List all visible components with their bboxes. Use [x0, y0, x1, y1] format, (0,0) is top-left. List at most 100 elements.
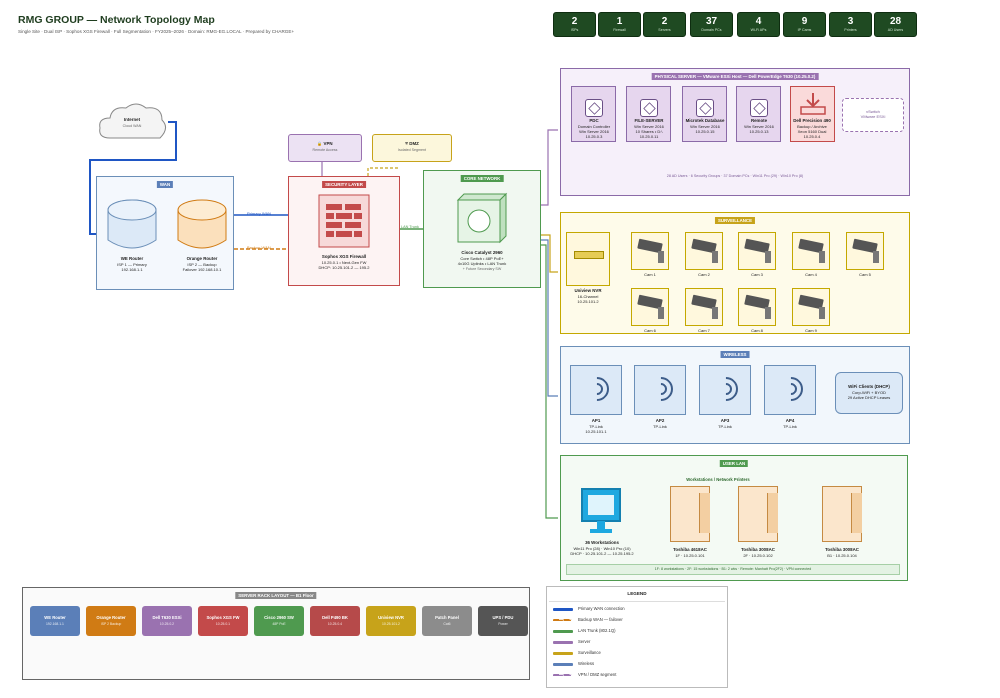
- legend-swatch: [553, 641, 573, 644]
- wireless-title: WIRELESS: [720, 351, 750, 358]
- vpn-box: [288, 134, 362, 162]
- userlan-footer-box: [566, 564, 900, 575]
- monitor-icon: [581, 488, 621, 533]
- switch-icon: [456, 192, 508, 244]
- printer-icon: [738, 486, 778, 542]
- camera-icon: [792, 232, 830, 270]
- legend-swatch: [553, 663, 573, 666]
- security-title: SECURITY LAYER: [322, 181, 366, 188]
- physical-server-title: PHYSICAL SERVER — VMware ESXi Host — Del…: [651, 73, 819, 80]
- dmz-link: [367, 167, 400, 176]
- legend-swatch: [553, 630, 573, 633]
- camera-icon: [846, 232, 884, 270]
- physical-server-panel: PHYSICAL SERVER — VMware ESXi Host — Del…: [560, 68, 910, 196]
- cloud-icon: [99, 103, 166, 139]
- primary-wan-label: Primary WAN: [247, 211, 272, 216]
- legend-swatch: [553, 674, 573, 677]
- camera-icon: [685, 232, 723, 270]
- camera-icon: [738, 232, 776, 270]
- download-icon: [800, 93, 826, 115]
- legend-item: Backup WAN — failover: [578, 617, 623, 622]
- camera-label: Cam 5: [859, 272, 871, 277]
- camera-label: Cam 4: [805, 272, 817, 277]
- camera-icon: [685, 288, 723, 326]
- camera-label: Cam 6: [644, 328, 656, 333]
- camera-icon: [738, 288, 776, 326]
- camera-icon: [631, 232, 669, 270]
- legend-swatch: [553, 619, 573, 622]
- rack-title: SERVER RACK LAYOUT — B1 Floor: [235, 592, 317, 599]
- camera-label: Cam 7: [698, 328, 710, 333]
- camera-label: Cam 3: [751, 272, 763, 277]
- internet-wan-link: [89, 121, 177, 235]
- legend-item: Wireless: [578, 661, 595, 666]
- core-title: CORE NETWORK: [460, 175, 504, 182]
- firewall-icon: [318, 194, 370, 248]
- server-pdc: [571, 86, 616, 142]
- legend-panel: [546, 586, 728, 688]
- we-router-icon: [107, 199, 157, 249]
- legend-divider: [549, 601, 725, 602]
- surveillance-link: [541, 234, 558, 273]
- camera-icon: [631, 288, 669, 326]
- legend-item: Server: [578, 639, 591, 644]
- server-link: [541, 129, 558, 206]
- legend-item: Surveillance: [578, 650, 601, 655]
- nvr-box: [566, 232, 610, 286]
- camera-icon: [792, 288, 830, 326]
- wifi-icon: [764, 365, 816, 415]
- nvr-icon: [574, 251, 604, 259]
- surveillance-title: SURVEILLANCE: [714, 217, 756, 224]
- server-file: [626, 86, 671, 142]
- wifi-icon: [570, 365, 622, 415]
- surveillance-panel: SURVEILLANCE: [560, 212, 910, 334]
- page-subtitle: Single Site · Dual ISP · Sophos XGS Fire…: [18, 29, 295, 34]
- wifi-icon: [699, 365, 751, 415]
- vswitch-box: [842, 98, 904, 132]
- backup-server: [790, 86, 835, 142]
- printer-icon: [822, 486, 862, 542]
- vm-icon: [696, 99, 714, 117]
- camera-label: Cam 2: [698, 272, 710, 277]
- legend-item: LAN Trunk (802.1Q): [578, 628, 616, 633]
- userlan-footer: 1F: 8 workstations · 2F: 15 workstations…: [654, 567, 812, 571]
- camera-label: Cam 8: [751, 328, 763, 333]
- physical-footer: 28 AD Users · 6 Security Groups · 37 Dom…: [666, 174, 804, 178]
- page-title: RMG GROUP — Network Topology Map: [18, 14, 215, 26]
- dmz-box: [372, 134, 452, 162]
- userlan-title: USER LAN: [719, 460, 749, 467]
- vm-icon: [640, 99, 658, 117]
- server-database: [682, 86, 727, 142]
- wifi-icon: [634, 365, 686, 415]
- lock-icon: 🔒: [317, 141, 323, 146]
